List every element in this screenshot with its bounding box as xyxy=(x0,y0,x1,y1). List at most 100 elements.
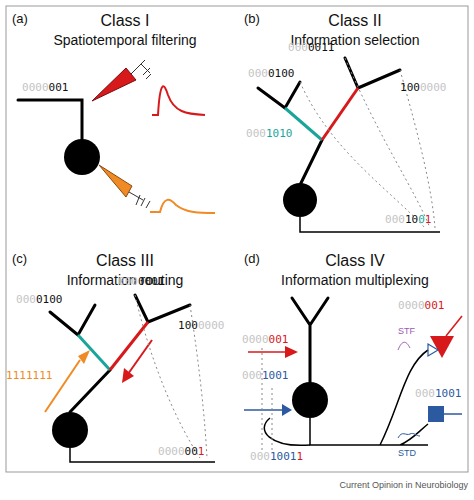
bit: 0 xyxy=(246,127,253,140)
bit: 0 xyxy=(23,293,30,306)
bit-string: 1000000 xyxy=(178,320,224,333)
bit: 1 xyxy=(279,127,286,140)
bit: 0 xyxy=(415,387,422,400)
bit: 0 xyxy=(418,299,425,312)
bit-string: 0000001 xyxy=(158,446,204,459)
bit: 1 xyxy=(321,41,328,54)
stf-trace xyxy=(398,342,410,350)
bit: 0 xyxy=(262,333,269,346)
bit: 1 xyxy=(19,369,26,382)
bit: 0 xyxy=(269,333,276,346)
bit-string: 0000100 xyxy=(248,68,294,81)
bit: 0 xyxy=(440,81,447,94)
panel-letter: (a) xyxy=(12,12,28,27)
bit: 0 xyxy=(255,333,262,346)
bit: 0 xyxy=(56,293,63,306)
bit: 0 xyxy=(411,299,418,312)
bit: 0 xyxy=(385,213,392,226)
dendrite xyxy=(135,295,190,322)
bit-string: 1111111 xyxy=(6,370,52,383)
bit: 0 xyxy=(185,319,192,332)
synapse xyxy=(282,404,292,416)
bit: 0 xyxy=(191,445,198,458)
dendrite xyxy=(300,140,322,185)
panel-letter: (b) xyxy=(244,12,260,27)
panel-label: STF xyxy=(398,326,415,336)
bit-string: 0001001 xyxy=(415,388,461,401)
leader-line xyxy=(345,58,430,228)
bit: 0 xyxy=(277,450,284,463)
bit: 0 xyxy=(36,293,43,306)
bit: 0 xyxy=(249,333,256,346)
bit: 0 xyxy=(145,275,152,288)
bit: 1 xyxy=(43,293,50,306)
bit: 0 xyxy=(308,41,315,54)
bit: 0 xyxy=(392,213,399,226)
soma xyxy=(52,412,88,448)
bit: 0 xyxy=(263,450,270,463)
dendrite xyxy=(258,82,300,108)
bit-string: 1000000 xyxy=(400,82,446,95)
bit: 1 xyxy=(400,81,407,94)
recording-pipette xyxy=(99,165,132,197)
bit: 0 xyxy=(420,81,427,94)
bit: 1 xyxy=(26,369,33,382)
bit: 0 xyxy=(418,213,425,226)
panel-label: Information multiplexing xyxy=(281,272,429,288)
bit: 1 xyxy=(46,369,53,382)
bit: 0 xyxy=(286,127,293,140)
bit: 0 xyxy=(205,319,212,332)
bit-string: 0000001 xyxy=(242,334,288,347)
bit: 0 xyxy=(448,387,455,400)
bit: 1 xyxy=(13,369,20,382)
bit: 0 xyxy=(191,319,198,332)
bit: 0 xyxy=(22,81,29,94)
bit: 0 xyxy=(29,293,36,306)
bit-string: 0001010 xyxy=(246,128,292,141)
bit: 0 xyxy=(273,127,280,140)
bit-string: 0000011 xyxy=(288,42,334,55)
bit: 1 xyxy=(178,319,185,332)
bit: 0 xyxy=(269,369,276,382)
bit: 0 xyxy=(165,445,172,458)
bit: 0 xyxy=(42,81,49,94)
bit: 0 xyxy=(151,275,158,288)
leader-line xyxy=(135,295,200,458)
bit: 0 xyxy=(301,41,308,54)
bit: 1 xyxy=(425,213,432,226)
bit: 0 xyxy=(35,81,42,94)
bit: 1 xyxy=(33,369,40,382)
bit: 0 xyxy=(158,445,165,458)
interneuron-axon xyxy=(444,413,462,415)
arrowhead xyxy=(122,368,134,383)
bit: 0 xyxy=(407,81,414,94)
panel-title: Class IV xyxy=(325,252,385,270)
bit: 0 xyxy=(405,299,412,312)
bit: 1 xyxy=(282,333,289,346)
bit: 1 xyxy=(438,299,445,312)
bit: 0 xyxy=(55,81,62,94)
bit: 0 xyxy=(118,275,125,288)
bit: 0 xyxy=(198,319,205,332)
bit: 0 xyxy=(259,127,266,140)
routed-branch xyxy=(110,322,148,370)
bit: 0 xyxy=(428,387,435,400)
bit: 0 xyxy=(131,275,138,288)
soma xyxy=(292,382,328,418)
figure-frame xyxy=(6,6,468,472)
bit: 0 xyxy=(413,81,420,94)
bit: 1 xyxy=(282,369,289,382)
bit: 0 xyxy=(29,81,36,94)
bit-string: 0000100 xyxy=(16,294,62,307)
soma xyxy=(283,183,317,217)
bit: 0 xyxy=(431,299,438,312)
bit: 0 xyxy=(398,213,405,226)
voltage-trace xyxy=(150,200,215,213)
panel-label: Spatiotemporal filtering xyxy=(53,32,196,48)
bit: 0 xyxy=(125,275,132,288)
bit: 1 xyxy=(262,369,269,382)
bit: 1 xyxy=(6,369,13,382)
bit: 1 xyxy=(455,387,462,400)
facilitating-synapse xyxy=(428,344,438,356)
